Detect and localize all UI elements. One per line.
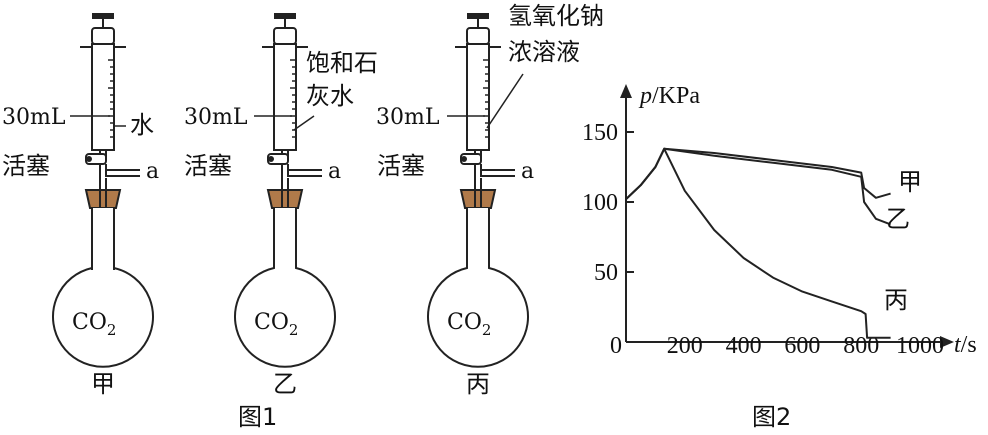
series-label-1: 甲 <box>898 168 922 196</box>
x-axis-label: t/s <box>954 332 977 358</box>
liquid-label-bing-line1: 氢氧化钠 <box>508 2 604 30</box>
apparatus-yi <box>234 13 336 368</box>
outlet-label-jia: a <box>146 159 159 184</box>
stopcock <box>460 153 515 180</box>
y-tick-label: 100 <box>582 190 618 216</box>
stopcock <box>85 153 140 180</box>
valve-label-yi: 活塞 <box>184 152 232 180</box>
y-axis-label: p/KPa <box>638 83 700 109</box>
flask-label-yi: CO2 <box>254 310 298 339</box>
name-label-yi: 乙 <box>273 370 297 398</box>
series-label-3: 丙 <box>884 286 908 314</box>
x-tick-label: 200 <box>667 333 703 359</box>
x-axis-arrow <box>940 336 954 348</box>
outlet-label-bing: a <box>521 159 534 184</box>
apparatus-bing <box>427 13 529 368</box>
flask <box>427 208 529 368</box>
x-tick-label: 600 <box>784 333 820 359</box>
flask-label-jia: CO2 <box>72 310 116 339</box>
liquid-label-bing-line2: 浓溶液 <box>508 38 580 66</box>
series-label-2: 乙 <box>886 205 910 233</box>
y-axis-arrow <box>620 84 632 98</box>
series-line-3 <box>625 147 891 339</box>
flask-label-bing: CO2 <box>447 310 491 339</box>
liquid-label-yi-line1: 饱和石 <box>306 49 378 77</box>
stopcock <box>267 153 322 180</box>
x-tick-label: 400 <box>726 333 762 359</box>
volume-label-jia: 30mL <box>2 105 66 130</box>
syringe <box>70 13 126 160</box>
volume-label-bing: 30mL <box>376 105 440 130</box>
flask <box>52 208 154 368</box>
valve-label-bing: 活塞 <box>377 152 425 180</box>
x-tick-label: 0 <box>610 333 622 359</box>
name-label-bing: 丙 <box>466 370 490 398</box>
series-line-2 <box>625 147 891 226</box>
figure2-caption: 图2 <box>752 403 791 431</box>
apparatus-jia <box>52 13 154 368</box>
valve-label-jia: 活塞 <box>2 152 50 180</box>
syringe <box>447 13 524 160</box>
syringe <box>254 13 315 160</box>
liquid-label-yi-line2: 灰水 <box>306 82 354 110</box>
x-tick-label: 1000 <box>896 333 944 359</box>
outlet-label-yi: a <box>328 159 341 184</box>
y-tick-label: 150 <box>582 120 618 146</box>
flask <box>234 208 336 368</box>
liquid-label-jia: 水 <box>130 111 154 139</box>
y-tick-label: 50 <box>594 260 618 286</box>
figure1-caption: 图1 <box>238 403 277 431</box>
name-label-jia: 甲 <box>91 370 115 398</box>
volume-label-yi: 30mL <box>184 105 248 130</box>
